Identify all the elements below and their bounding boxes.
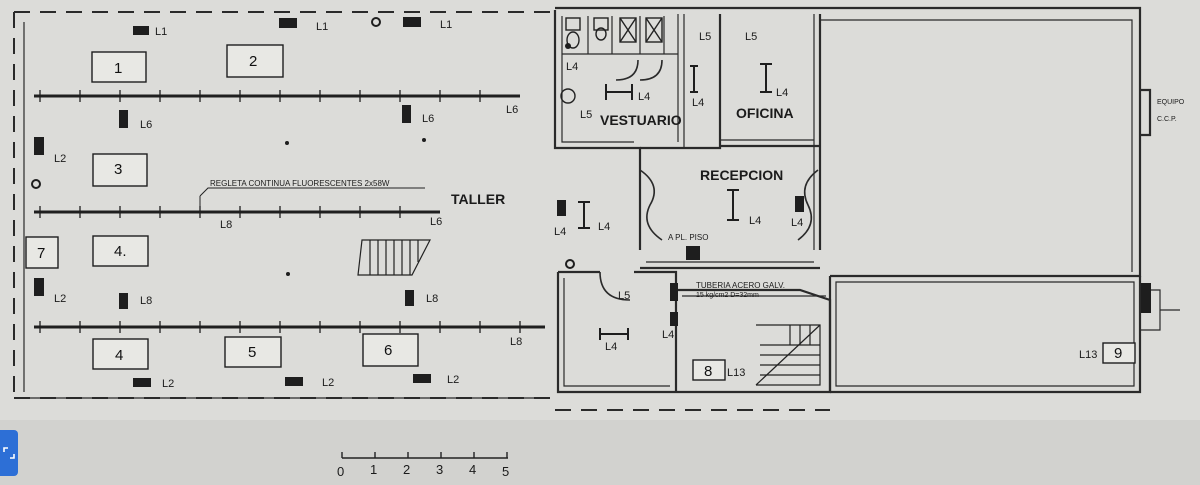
light-label: L4 bbox=[791, 217, 803, 229]
note-a-pl-piso: A PL. PISO bbox=[668, 233, 708, 242]
note-regleta: REGLETA CONTINUA FLUORESCENTES 2x58W bbox=[210, 179, 390, 188]
note-equipo: EQUIPO bbox=[1157, 99, 1185, 106]
machine-1 bbox=[91, 51, 147, 83]
light-labels: L1 L1 L1 L6 L6 L6 L2 L8 L6 L2 L8 L8 L8 L… bbox=[54, 19, 1097, 390]
light-label: L1 bbox=[155, 26, 167, 38]
machine-8 bbox=[692, 359, 726, 381]
machine-number-4b: 4 bbox=[115, 347, 123, 364]
light-label: L4 bbox=[638, 91, 650, 103]
machine-9 bbox=[1102, 342, 1136, 364]
light-label: L4 bbox=[554, 226, 566, 238]
room-label-taller: TALLER bbox=[451, 191, 505, 207]
expand-icon bbox=[3, 447, 15, 459]
light-label: L2 bbox=[54, 293, 66, 305]
scale-label: 4 bbox=[469, 462, 476, 477]
light-label: L8 bbox=[220, 219, 232, 231]
machine-3 bbox=[92, 153, 148, 187]
note-tuberia-2: 15 kg/cm2 D=32mm bbox=[696, 292, 759, 299]
machine-4b bbox=[92, 338, 149, 370]
scale-label: 0 bbox=[337, 464, 344, 479]
light-label: L6 bbox=[506, 104, 518, 116]
machine-number-4a: 4. bbox=[114, 243, 127, 260]
light-rails bbox=[34, 90, 545, 333]
light-label: L4 bbox=[598, 221, 610, 233]
light-label: L8 bbox=[140, 295, 152, 307]
light-label: L4 bbox=[566, 61, 578, 73]
machine-2 bbox=[226, 44, 284, 78]
light-label: L2 bbox=[447, 374, 459, 386]
light-label: L8 bbox=[510, 336, 522, 348]
note-ccp: C.C.P. bbox=[1157, 116, 1177, 123]
fixture-symbols bbox=[34, 17, 1151, 387]
scale-bar bbox=[341, 452, 508, 459]
room-label-vestuario: VESTUARIO bbox=[600, 112, 682, 128]
machine-number-1: 1 bbox=[114, 60, 122, 77]
light-label: L4 bbox=[692, 97, 704, 109]
light-label: L4 bbox=[605, 341, 617, 353]
machine-6 bbox=[362, 333, 419, 367]
light-label: L1 bbox=[316, 21, 328, 33]
room-label-oficina: OFICINA bbox=[736, 105, 794, 121]
scale-label: 2 bbox=[403, 462, 410, 477]
light-label: L2 bbox=[322, 377, 334, 389]
machine-number-9: 9 bbox=[1114, 345, 1122, 362]
machine-boxes bbox=[25, 44, 1136, 381]
toilet-fixtures bbox=[560, 17, 663, 104]
light-label: L6 bbox=[422, 113, 434, 125]
light-label: L5 bbox=[618, 290, 630, 302]
staircases bbox=[357, 239, 821, 386]
light-label: L4 bbox=[662, 329, 674, 341]
scale-labels: 0 1 2 3 4 5 bbox=[337, 462, 509, 479]
machine-number-8: 8 bbox=[704, 363, 712, 380]
light-label: L13 bbox=[1079, 349, 1097, 361]
machine-number-7: 7 bbox=[37, 245, 45, 262]
plan-notes: REGLETA CONTINUA FLUORESCENTES 2x58W A P… bbox=[210, 99, 1185, 299]
machine-number-3: 3 bbox=[114, 161, 122, 178]
light-label: L8 bbox=[426, 293, 438, 305]
light-label: L6 bbox=[140, 119, 152, 131]
light-label: L5 bbox=[699, 31, 711, 43]
light-label: L2 bbox=[162, 378, 174, 390]
scale-label: 3 bbox=[436, 462, 443, 477]
machine-number-6: 6 bbox=[384, 342, 392, 359]
light-label: L13 bbox=[727, 367, 745, 379]
machine-4a bbox=[92, 235, 149, 267]
door-arcs bbox=[599, 59, 819, 301]
expand-button[interactable] bbox=[0, 430, 18, 476]
machine-number-2: 2 bbox=[249, 53, 257, 70]
machine-7 bbox=[25, 236, 59, 269]
light-label: L5 bbox=[745, 31, 757, 43]
light-label: L4 bbox=[776, 87, 788, 99]
light-label: L2 bbox=[54, 153, 66, 165]
scale-label: 5 bbox=[502, 464, 509, 479]
wall-fixtures bbox=[31, 17, 772, 340]
machine-5 bbox=[224, 336, 282, 368]
light-label: L1 bbox=[440, 19, 452, 31]
workshop-boundary bbox=[13, 11, 830, 411]
light-label: L4 bbox=[749, 215, 761, 227]
room-labels: TALLER VESTUARIO OFICINA RECEPCION bbox=[451, 105, 794, 207]
note-tuberia-1: TUBERIA ACERO GALV. bbox=[696, 281, 785, 290]
light-label: L6 bbox=[430, 216, 442, 228]
machine-number-5: 5 bbox=[248, 344, 256, 361]
scale-label: 1 bbox=[370, 462, 377, 477]
light-label: L5 bbox=[580, 109, 592, 121]
machine-numbers: 1 2 3 4. 4 5 6 7 8 9 bbox=[37, 53, 1122, 380]
room-label-recepcion: RECEPCION bbox=[700, 167, 783, 183]
service-block-walls bbox=[553, 10, 832, 394]
